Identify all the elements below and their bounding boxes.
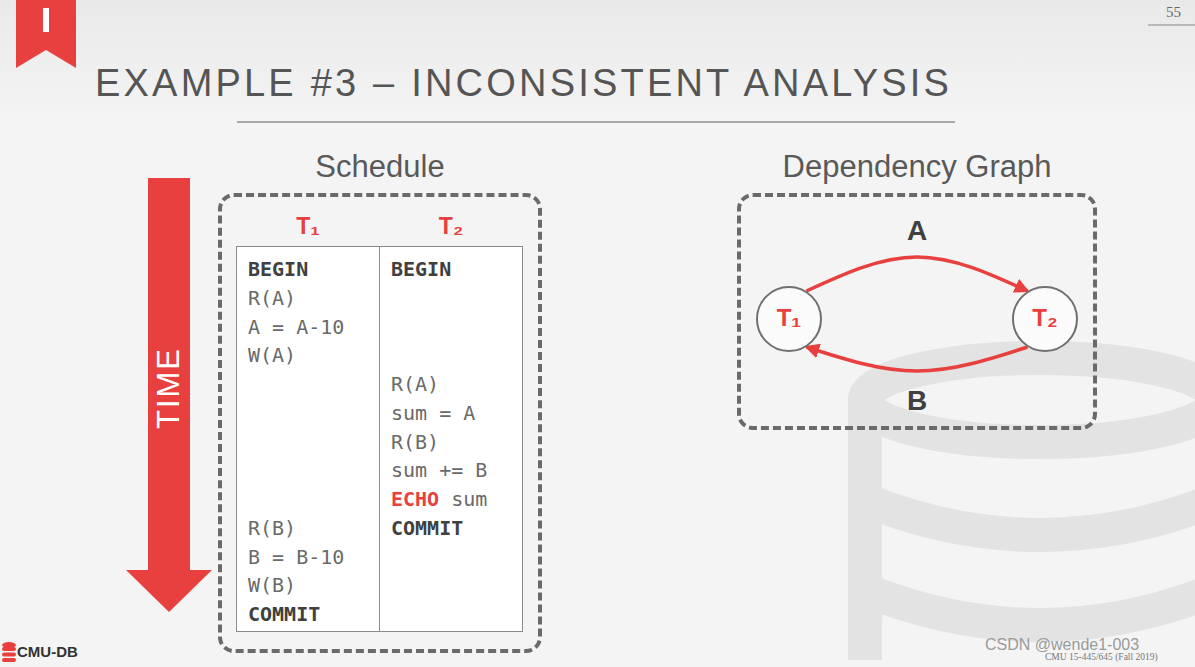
edge-label: B	[907, 385, 927, 417]
panel-heading: Dependency Graph	[783, 149, 1052, 185]
node-label: T₂	[1032, 304, 1057, 332]
time-arrow-head	[126, 570, 212, 612]
watermark: CSDN @wende1-003	[985, 636, 1139, 654]
node-label: T₁	[777, 304, 802, 332]
page-number: 55	[1166, 4, 1181, 21]
dependency-edge	[806, 257, 1027, 291]
schedule-panel: ScheduleT₁BEGINR(A)A = A-10W(A)R(B)B = B…	[218, 193, 542, 653]
db-logo-icon	[2, 642, 16, 662]
background-cylinder	[865, 358, 1195, 660]
slide-title: EXAMPLE #3 – INCONSISTENT ANALYSIS	[95, 62, 952, 105]
operation-text: sum	[451, 487, 487, 511]
bookmark	[16, 0, 76, 68]
transaction-node: T₁	[756, 286, 822, 352]
operation-text: BEGIN	[391, 257, 451, 281]
operation-text: sum = A	[391, 401, 475, 425]
time-arrow-shaft	[148, 178, 190, 570]
operation-text: W(A)	[248, 343, 296, 367]
operation-text: A = A-10	[248, 315, 344, 339]
dependency-edge	[806, 347, 1027, 371]
column-heading: T₁	[296, 214, 320, 238]
course-footer: CMU 15-445/645 (Fall 2019)	[1045, 652, 1158, 662]
transaction-node: T₂	[1012, 286, 1078, 352]
page-rule	[1148, 24, 1195, 26]
operation-text: ECHO	[391, 487, 439, 511]
title-rule	[237, 121, 955, 123]
operation-text: COMMIT	[391, 516, 463, 540]
logo-text: CMU-DB	[17, 643, 78, 660]
panel-heading: Schedule	[315, 149, 444, 185]
operation-text: B = B-10	[248, 545, 344, 569]
transaction-column: T₁BEGINR(A)A = A-10W(A)R(B)B = B-10W(B)C…	[236, 246, 380, 632]
operation-text: R(A)	[248, 286, 296, 310]
operation-text: R(A)	[391, 372, 439, 396]
bookmark-mark	[43, 8, 49, 32]
operation-text: COMMIT	[248, 602, 320, 626]
column-heading: T₂	[439, 214, 463, 238]
operation-text: R(B)	[391, 430, 439, 454]
operation-text: R(B)	[248, 516, 296, 540]
operation-text: W(B)	[248, 573, 296, 597]
transaction-column: T₂BEGINR(A)sum = AR(B)sum += BECHOsumCOM…	[379, 246, 523, 632]
operation-text: BEGIN	[248, 257, 308, 281]
operation-text: sum += B	[391, 458, 487, 482]
time-axis-label: TIME	[151, 347, 187, 429]
edge-label: A	[907, 215, 927, 247]
